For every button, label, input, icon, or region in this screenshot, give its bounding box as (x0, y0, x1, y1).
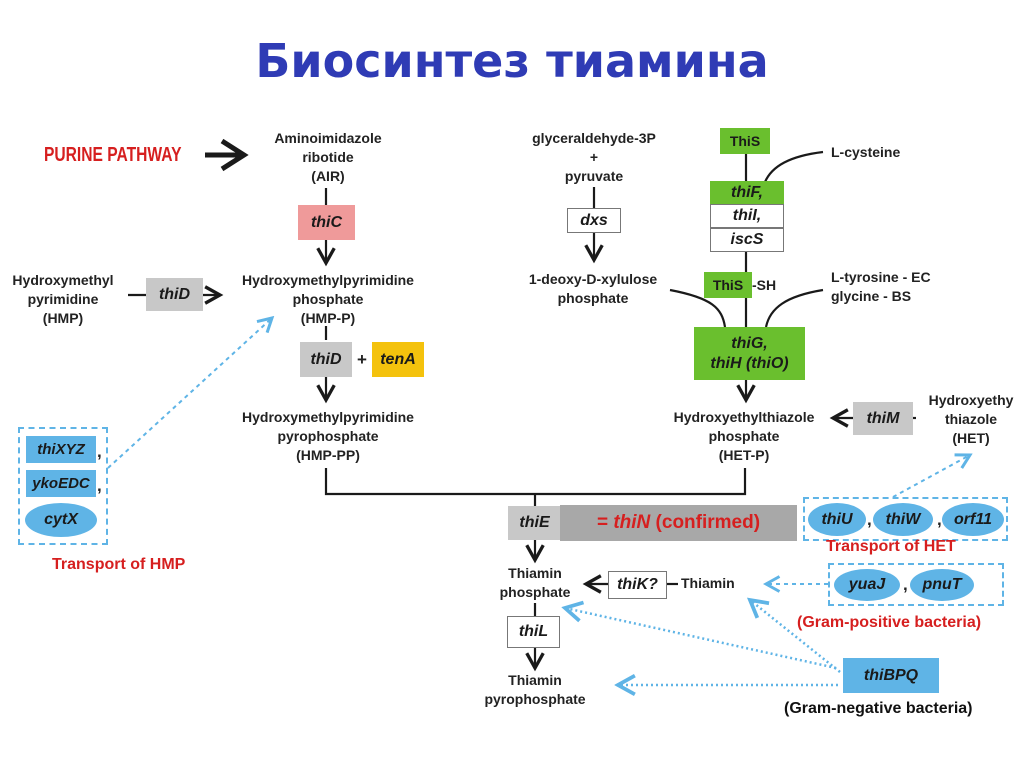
thiD-box-2: thiD (300, 342, 352, 377)
confirmed-prefix: = (596, 512, 614, 533)
thiM-box: thiM (853, 402, 913, 435)
thiW-oval: thiW (873, 503, 933, 536)
thiI-box: thiI, (710, 204, 784, 228)
thiD-box-1: thiD (146, 278, 203, 311)
page-title: Биосинтез тиамина (255, 34, 769, 88)
gram-negative-label: (Gram-negative bacteria) (784, 700, 973, 717)
thiN-confirmed-box: = thiN (confirmed) (560, 505, 797, 541)
het-separator-2: , (937, 510, 942, 529)
het-separator-1: , (867, 510, 872, 529)
thiL-box: thiL (507, 616, 560, 648)
het-transport-frame (803, 497, 1008, 541)
thiF-box: thiF, (710, 181, 784, 204)
plus-sign: + (357, 350, 367, 369)
thiamin-label: Thiamin (681, 575, 735, 591)
transport-hmp-label: Transport of HMP (52, 556, 186, 573)
hmp-transport-frame (18, 427, 108, 545)
cysteine-label: L-cysteine (831, 144, 901, 160)
gram-positive-separator: , (903, 575, 908, 594)
ykoEDC-box: ykoEDC (26, 470, 96, 497)
thiK-box: thiK? (608, 571, 667, 599)
thiC-box: thiC (298, 205, 355, 240)
ThiS-SH-box: ThiS (704, 272, 752, 298)
thiU-oval: thiU (808, 503, 866, 536)
thiE-box: thiE (508, 506, 561, 540)
thiN-gene: thiN (613, 512, 651, 533)
gram-positive-frame (828, 563, 1004, 606)
cytX-oval: cytX (25, 503, 97, 537)
thiG-thiH-box: thiG,thiH (thiO) (694, 327, 805, 380)
g3p-label: glyceraldehyde-3P+pyruvate (532, 130, 656, 184)
transport-het-label: Transport of HET (826, 538, 956, 555)
hmp-separator-1: , (97, 442, 102, 461)
thiBPQ-box: thiBPQ (843, 658, 939, 693)
hmp-separator-2: , (97, 476, 102, 495)
orf11-oval: orf11 (942, 503, 1004, 536)
sh-suffix-label: -SH (752, 277, 777, 293)
iscS-box: iscS (710, 228, 784, 252)
tenA-box: tenA (372, 342, 424, 377)
dxs-box: dxs (567, 208, 621, 233)
confirmed-suffix: (confirmed) (650, 512, 761, 533)
thiXYZ-box: thiXYZ (26, 436, 96, 463)
pnuT-oval: pnuT (910, 569, 974, 601)
gram-positive-label: (Gram-positive bacteria) (797, 614, 982, 631)
yuaJ-oval: yuaJ (834, 569, 900, 601)
purine-pathway-label: PURINE PATHWAY (44, 144, 182, 166)
ThiS-box: ThiS (720, 128, 770, 154)
